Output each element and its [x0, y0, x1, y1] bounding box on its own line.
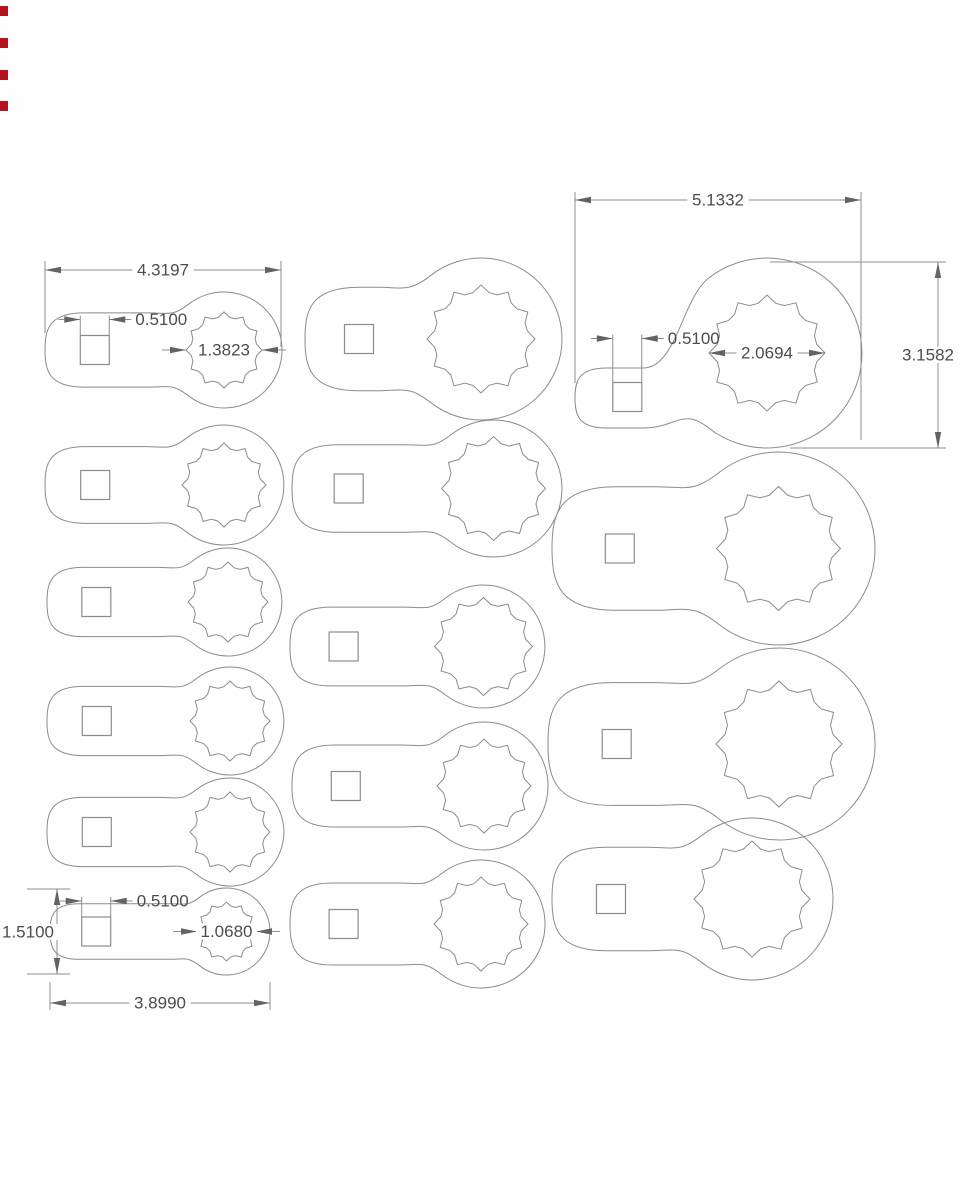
dimension-label-background — [132, 262, 194, 278]
wrench-outline-L5 — [46, 777, 285, 887]
wrench-outline-R3 — [547, 647, 876, 841]
twelve-point-opening-M5 — [433, 876, 529, 972]
drive-square-hole-L3 — [81, 586, 112, 618]
dimension-arrow — [109, 316, 126, 323]
wrench-outline-R1 — [574, 257, 863, 449]
dimension-label-background — [129, 995, 191, 1011]
drive-square-hole-R4 — [595, 883, 627, 915]
dimension-arrow — [110, 897, 127, 905]
wrench-outline-L6 — [49, 887, 271, 976]
edge-mark — [0, 101, 8, 111]
drive-square-hole-R1 — [612, 381, 643, 413]
dimension-label: 2.0694 — [741, 344, 793, 363]
dimension-arrow — [64, 316, 81, 323]
drive-square-hole-R3 — [601, 728, 632, 760]
wrench-outline-R2 — [551, 451, 876, 646]
twelve-point-opening-R4 — [693, 840, 811, 958]
wrench-outline-M3 — [289, 584, 546, 709]
twelve-point-opening-R1 — [708, 294, 826, 412]
twelve-point-opening-L2 — [181, 442, 267, 528]
dimension-arrow — [265, 266, 281, 274]
wrench-outline-M2 — [291, 419, 563, 558]
dimension-label-background — [687, 192, 749, 208]
drive-square-hole-M4 — [330, 770, 361, 802]
wrench-outline-M4 — [291, 721, 549, 851]
twelve-point-opening-L5 — [189, 791, 271, 873]
drive-square-hole-R2 — [604, 533, 635, 564]
dimension-label: 3.8990 — [134, 994, 186, 1013]
edge-mark — [0, 6, 8, 16]
dimension-arrow — [845, 196, 861, 204]
dimension-arrow — [45, 266, 61, 274]
drive-square-hole-L2 — [80, 469, 111, 501]
dimension-arrow — [809, 349, 825, 357]
twelve-point-opening-M1 — [426, 284, 536, 394]
dimension-label: 1.5100 — [2, 923, 54, 942]
dimension-arrow — [262, 346, 278, 354]
wrench-outline-M5 — [289, 859, 546, 989]
dimension-arrow — [934, 432, 942, 448]
twelve-point-opening-L1 — [185, 311, 263, 389]
twelve-point-opening-M3 — [433, 596, 534, 697]
dimension-arrow — [575, 196, 591, 204]
dimension-label: 3.1582 — [902, 346, 954, 365]
dimension-label-background — [900, 347, 960, 363]
drive-square-hole-L1 — [79, 334, 110, 366]
wrench-outline-M1 — [304, 257, 563, 421]
twelve-point-opening-L3 — [187, 561, 269, 643]
dimension-arrow — [181, 928, 197, 935]
dimension-arrow — [53, 889, 61, 905]
dimension-label-background — [195, 923, 258, 940]
twelve-point-opening-R3 — [715, 680, 843, 808]
twelve-point-opening-R2 — [715, 485, 842, 612]
dimension-arrow — [65, 897, 82, 905]
drive-square-hole-M3 — [328, 631, 359, 662]
dimension-label-background — [0, 924, 62, 940]
dimension-label: 0.5100 — [135, 310, 187, 329]
dimension-arrow — [641, 335, 658, 342]
dimension-label: 1.0680 — [201, 922, 253, 941]
dimension-arrow — [170, 346, 186, 354]
dimension-arrow — [709, 349, 725, 357]
dimension-arrow — [596, 335, 613, 342]
edge-mark — [0, 38, 8, 48]
dimension-arrow — [256, 928, 272, 935]
dimension-label: 0.5100 — [668, 329, 720, 348]
wrench-outline-L2 — [44, 424, 285, 546]
dimension-label-background — [193, 342, 255, 358]
wrench-outline-L1 — [44, 291, 283, 409]
drive-square-hole-L4 — [81, 705, 112, 737]
twelve-point-opening-M4 — [436, 738, 532, 834]
wrench-outline-L3 — [46, 547, 283, 657]
edge-mark — [0, 70, 8, 80]
dimension-label: 5.1332 — [692, 191, 744, 210]
wrench-outline-R4 — [551, 817, 834, 981]
drive-square-hole-M5 — [328, 908, 359, 940]
twelve-point-opening-L4 — [189, 680, 271, 762]
dimension-label: 4.3197 — [137, 261, 189, 280]
twelve-point-opening-M2 — [440, 435, 547, 542]
dimension-arrow — [50, 999, 66, 1007]
dimension-label: 1.3823 — [198, 341, 250, 360]
wrench-outline-L4 — [46, 666, 285, 776]
dimension-arrow — [934, 262, 942, 278]
drive-square-hole-L5 — [81, 816, 112, 848]
dimension-label-background — [736, 345, 798, 361]
drive-square-hole-M1 — [343, 323, 375, 355]
dimension-label: 0.5100 — [137, 892, 189, 911]
dimension-arrow — [254, 999, 270, 1007]
dimension-arrow — [53, 958, 61, 974]
drive-square-hole-L6 — [81, 916, 112, 947]
drive-square-hole-M2 — [333, 473, 364, 504]
